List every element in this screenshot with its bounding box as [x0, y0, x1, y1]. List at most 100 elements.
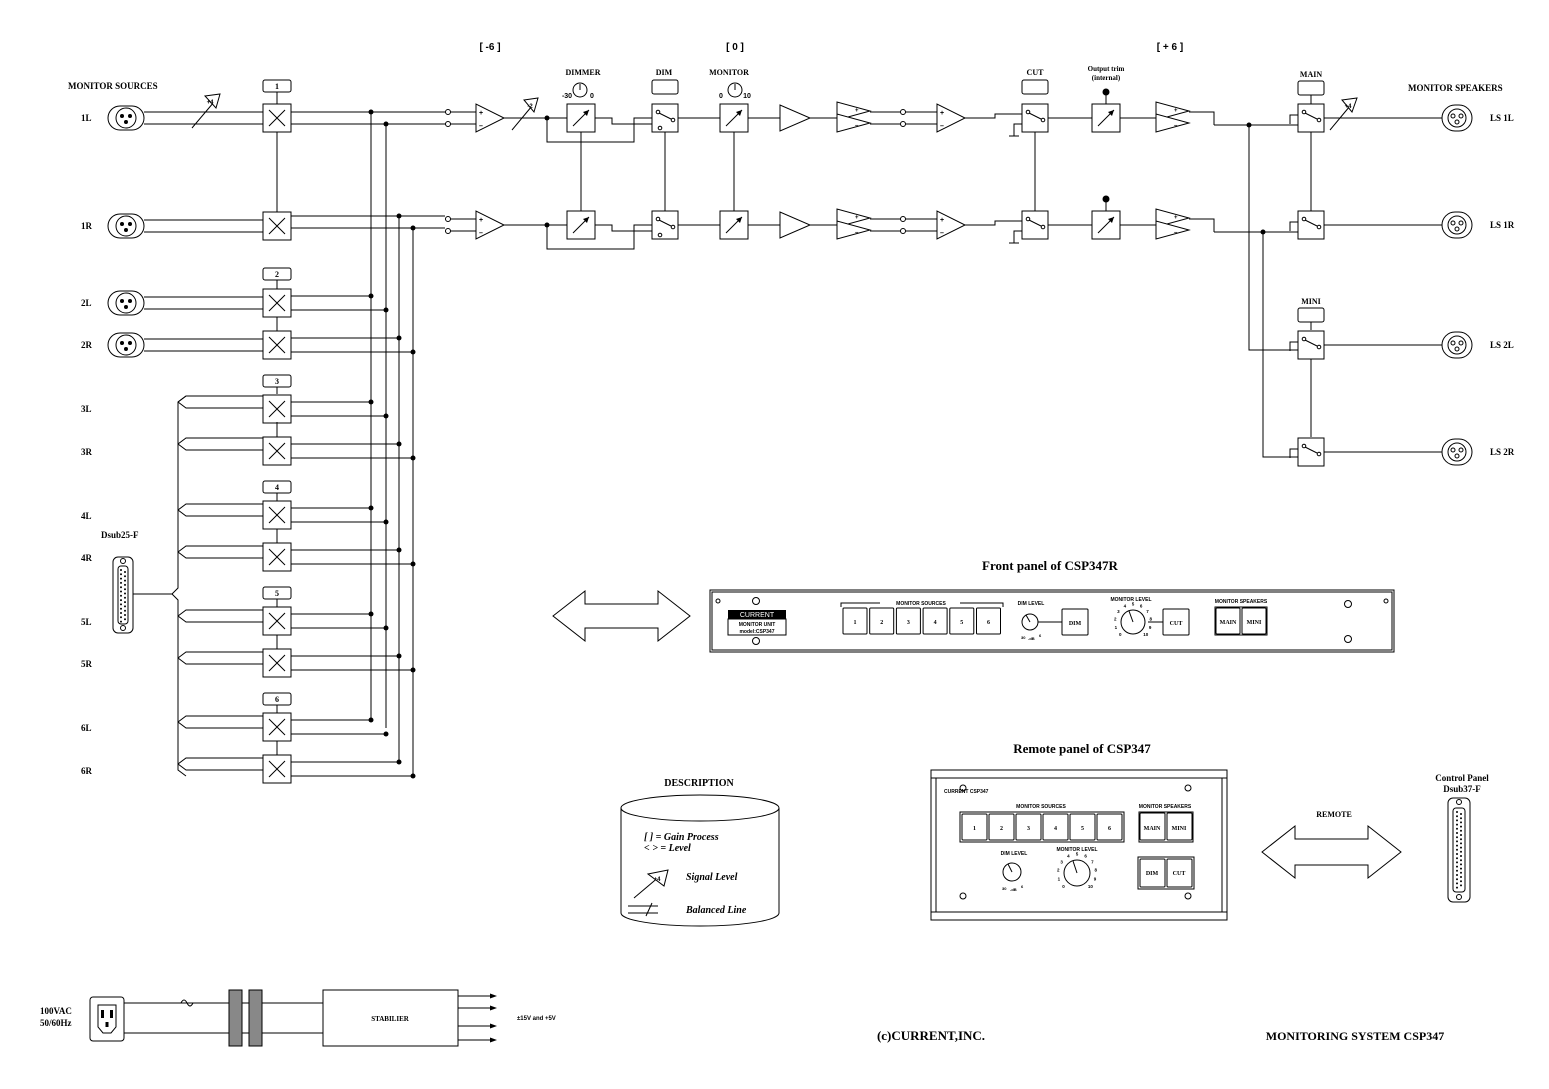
input-label: 5L [81, 617, 92, 627]
front-dim-button[interactable] [1061, 608, 1089, 636]
copyright: (c)CURRENT,INC. [877, 1028, 985, 1043]
gain-0: [ 0 ] [726, 42, 744, 53]
remote-monitor-level: MONITOR LEVEL [1056, 847, 1097, 853]
remote-source-button[interactable] [1042, 813, 1069, 841]
remote-cut-button[interactable] [1166, 858, 1193, 888]
svg-text:6: 6 [1021, 884, 1024, 889]
monitor-sources-title: MONITOR SOURCES [68, 81, 158, 91]
monitor-scale-tick: 1 [1115, 625, 1118, 630]
legend-gain: [ ] = Gain Process [644, 832, 719, 843]
svg-text:–: – [940, 123, 944, 130]
signal-level-marker: -2 [511, 97, 539, 131]
svg-text:+: + [1174, 215, 1178, 221]
xlr-connector-icon [107, 105, 145, 131]
main-label: MAIN [1300, 70, 1322, 79]
control-panel-sublabel: Dsub37-F [1443, 784, 1481, 794]
front-source-button[interactable] [922, 607, 948, 635]
input-labels: 1L 1R 2L 2R 3L 3R 4L 4R 5L 5R 6L 6R [81, 113, 93, 776]
selector-number: 4 [275, 483, 279, 492]
monitor-scale-tick: 7 [1091, 859, 1094, 864]
selector-number: 2 [275, 270, 279, 279]
remote-sources-label: MONITOR SOURCES [1016, 804, 1066, 810]
dsub25-label: Dsub25-F [101, 530, 139, 540]
front-source-button[interactable] [895, 607, 921, 635]
double-arrow-icon [1261, 824, 1402, 880]
monitor-scale-tick: 4 [1124, 603, 1127, 608]
svg-text:+4: +4 [654, 877, 662, 883]
selector-number: 3 [275, 377, 279, 386]
remote-source-button[interactable] [1096, 813, 1123, 841]
right-channel-chain: +–+–+–+– [445, 195, 1215, 250]
input-label: 3L [81, 404, 92, 414]
remote-dim-level: DIM LEVEL [1001, 851, 1028, 857]
front-source-button[interactable] [976, 607, 1001, 635]
dsub25-connector: Dsub25-F [101, 530, 139, 634]
remote-dim-button[interactable] [1139, 858, 1166, 888]
input-label: 5R [81, 659, 93, 669]
monitor-scale-tick: 6 [1084, 854, 1087, 859]
speaker-switches [1289, 103, 1325, 467]
power-output-label: ±15V and +5V [517, 1016, 556, 1022]
monitor-scale-tick: 4 [1067, 854, 1070, 859]
remote-source-button[interactable] [961, 813, 988, 841]
input-label: 1R [81, 221, 93, 231]
monitor-max: 10 [743, 93, 751, 100]
monitor-scale-tick: 9 [1149, 625, 1152, 630]
input-label: 1L [81, 113, 92, 123]
svg-text:–: – [940, 230, 944, 237]
monitor-scale-tick: 2 [1114, 617, 1117, 622]
dsub37-connector [1447, 797, 1471, 903]
gain-minus6: [ -6 ] [479, 42, 500, 53]
monitor-scale-tick: 0 [1062, 884, 1065, 889]
svg-text:6: 6 [1039, 633, 1042, 638]
front-source-button[interactable] [869, 607, 895, 635]
remote-main-button[interactable] [1139, 812, 1166, 841]
front-panel-title: Front panel of CSP347R [982, 558, 1119, 573]
front-main-button[interactable] [1215, 607, 1241, 635]
remote-source-button-label: 2 [1000, 826, 1003, 832]
mini-indicator [1297, 307, 1325, 323]
svg-text:30: 30 [1002, 886, 1007, 891]
svg-text:+: + [1174, 108, 1178, 114]
input-label: 3R [81, 447, 93, 457]
monitor-scale-tick: 9 [1094, 876, 1097, 881]
svg-text:MINI: MINI [1172, 826, 1187, 832]
svg-text:+: + [855, 108, 859, 114]
remote-speakers-label: MONITOR SPEAKERS [1139, 804, 1192, 810]
mini-label: MINI [1301, 297, 1321, 306]
monitor-label: MONITOR [709, 68, 749, 77]
dimmer-label: DIMMER [565, 68, 600, 77]
front-mini-button[interactable] [1241, 607, 1267, 635]
svg-text:DIM: DIM [1146, 871, 1159, 877]
monitor-scale-tick: 3 [1060, 859, 1063, 864]
svg-text:-dB: -dB [1010, 887, 1017, 892]
front-cut-button[interactable] [1162, 608, 1190, 636]
front-source-button-label: 3 [907, 620, 910, 626]
main-indicator [1297, 80, 1325, 96]
remote-mini-button[interactable] [1166, 812, 1193, 841]
input-label: 4L [81, 511, 92, 521]
svg-text:30: 30 [1021, 635, 1026, 640]
stabilizer-label: STABILIER [371, 1015, 410, 1023]
svg-text:-2: -2 [527, 104, 533, 110]
xlr-connector-icon [107, 332, 145, 358]
legend-balanced-line: Balanced Line [685, 905, 747, 916]
front-source-button[interactable] [949, 607, 975, 635]
svg-text:+: + [479, 110, 483, 117]
svg-text:+: + [940, 110, 944, 117]
remote-source-button[interactable] [988, 813, 1015, 841]
front-source-button[interactable] [842, 607, 868, 635]
dimmer-max: 0 [590, 93, 594, 100]
svg-text:–: – [1174, 230, 1178, 236]
front-source-button-label: 1 [854, 620, 857, 626]
monitor-scale-tick: 3 [1117, 609, 1120, 614]
front-sources-label: MONITOR SOURCES [896, 601, 946, 607]
selector-number: 1 [275, 82, 279, 91]
monitor-speakers-title: MONITOR SPEAKERS [1408, 83, 1503, 93]
legend-level: < > = Level [644, 843, 691, 854]
svg-text:–: – [855, 230, 859, 236]
description-title: DESCRIPTION [664, 778, 734, 789]
remote-source-button[interactable] [1069, 813, 1096, 841]
dsub25-fanout [133, 395, 263, 777]
remote-source-button[interactable] [1015, 813, 1042, 841]
